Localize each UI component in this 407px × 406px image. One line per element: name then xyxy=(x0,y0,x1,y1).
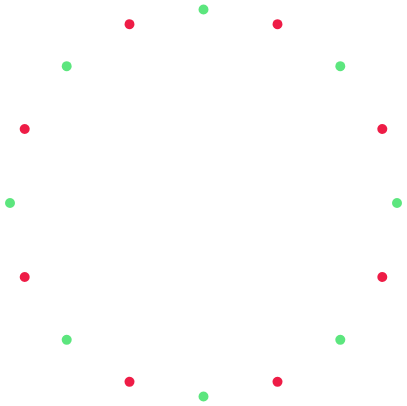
red-dot xyxy=(124,376,135,387)
red-dot xyxy=(272,376,283,387)
red-dot xyxy=(19,272,30,282)
green-dot xyxy=(198,4,209,15)
red-dot xyxy=(19,124,30,134)
green-dot xyxy=(5,198,15,208)
red-dot xyxy=(377,272,388,282)
green-dot xyxy=(335,334,346,345)
red-dot xyxy=(124,19,135,30)
red-dot xyxy=(377,124,388,134)
green-dot xyxy=(61,61,72,72)
green-dot xyxy=(335,61,346,72)
red-dot xyxy=(272,19,283,30)
green-dot xyxy=(392,198,402,208)
green-dot xyxy=(61,334,72,345)
green-dot xyxy=(198,391,209,402)
